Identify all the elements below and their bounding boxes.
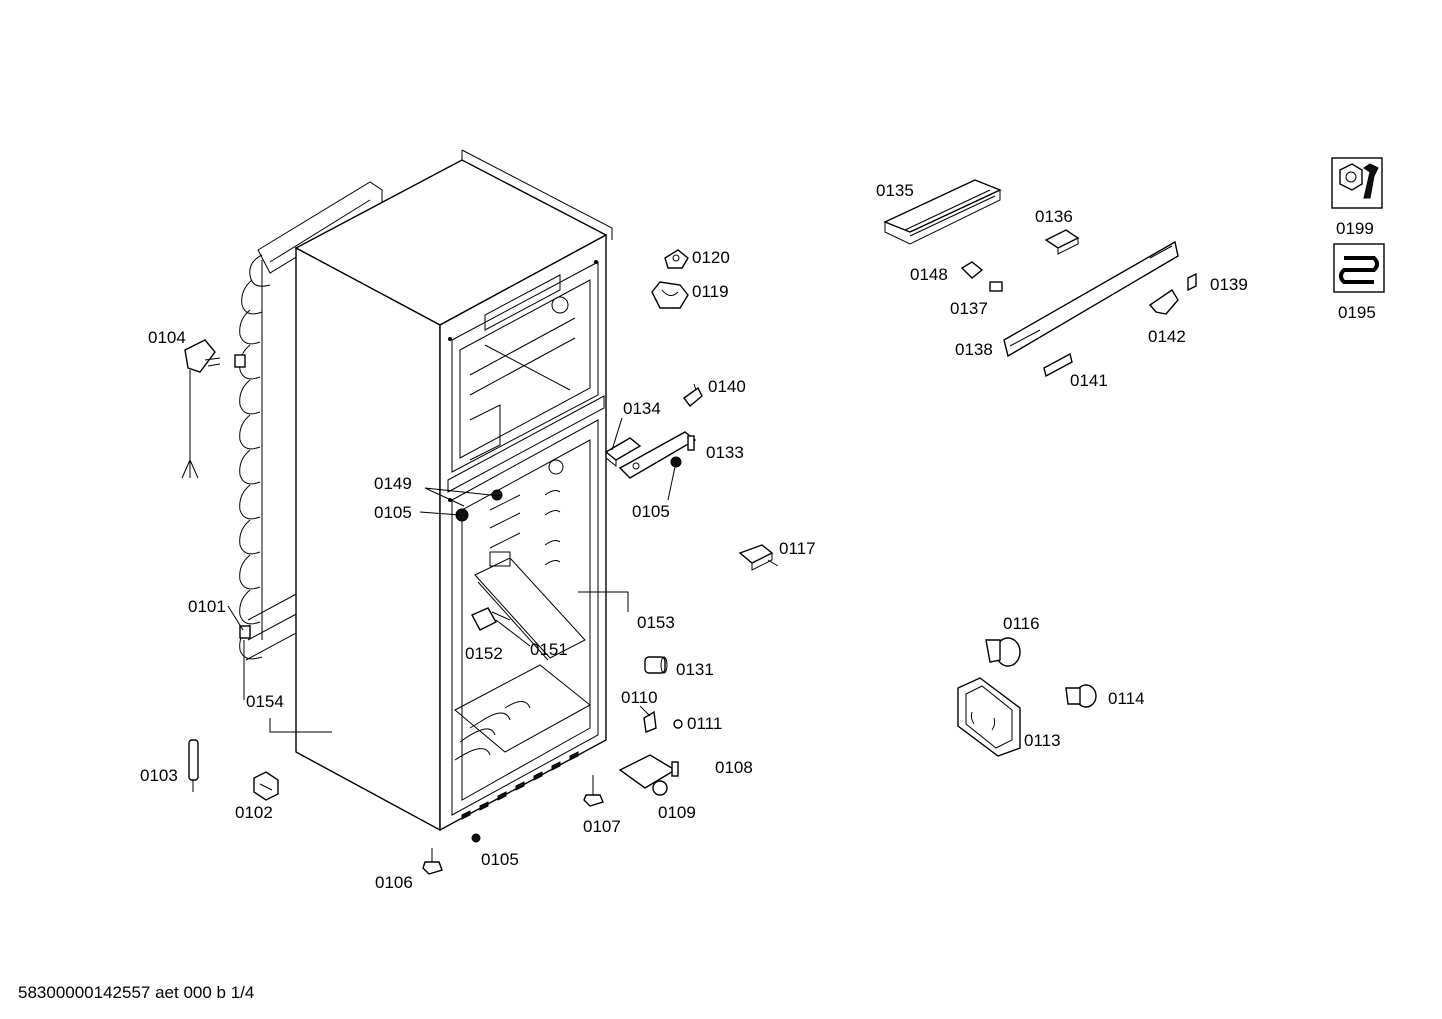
label-0133: 0133 (706, 443, 744, 462)
label-0101: 0101 (188, 597, 226, 616)
label-0103: 0103 (140, 766, 178, 785)
lamp-holder-0131 (644, 656, 668, 674)
part-0103 (188, 739, 199, 792)
label-0119: 0119 (692, 282, 729, 301)
label-0105-b: 0105 (632, 502, 670, 521)
label-0114: 0114 (1108, 689, 1145, 708)
clip-0110 (643, 710, 657, 733)
hinge-part-0120 (664, 249, 689, 269)
label-0116: 0116 (1003, 614, 1040, 633)
label-0104: 0104 (148, 328, 186, 347)
part-0114 (1065, 684, 1097, 708)
part-0151 (491, 611, 511, 621)
label-0105-a: 0105 (374, 503, 412, 522)
adjustable-foot-0106 (422, 848, 443, 875)
part-labels: 0135 0136 0148 0137 0138 0141 0142 0139 … (140, 181, 1376, 892)
label-0199: 0199 (1336, 219, 1374, 238)
label-0153: 0153 (637, 613, 675, 632)
hinge-cover-0119 (651, 281, 689, 309)
label-0137: 0137 (950, 299, 988, 318)
coil-icon (1333, 243, 1385, 293)
label-0138: 0138 (955, 340, 993, 359)
condenser-coil (234, 181, 383, 700)
label-0148: 0148 (910, 265, 948, 284)
label-0120: 0120 (692, 248, 730, 267)
part-0142 (1148, 289, 1179, 315)
hinge-pin-0140 (683, 383, 703, 408)
part-0148 (960, 261, 984, 279)
label-0102: 0102 (235, 803, 273, 822)
light-bar-0138 (1003, 240, 1179, 358)
nut-0111 (673, 719, 683, 729)
label-0131: 0131 (676, 660, 714, 679)
label-0113: 0113 (1024, 731, 1061, 750)
label-0110: 0110 (621, 688, 658, 707)
label-0142: 0142 (1148, 327, 1186, 346)
control-housing-0113 (957, 677, 1021, 757)
document-id-footer: 58300000142557 aet 000 b 1/4 (18, 983, 254, 1002)
label-0136: 0136 (1035, 207, 1073, 226)
label-0152: 0152 (465, 644, 503, 663)
label-0195: 0195 (1338, 303, 1376, 322)
label-0151: 0151 (530, 640, 568, 659)
label-0154: 0154 (246, 692, 284, 711)
part-0102 (253, 771, 279, 801)
label-0107: 0107 (583, 817, 621, 836)
switch-0117 (738, 544, 779, 571)
wrench-nut-icon (1331, 157, 1383, 209)
thermostat-0116 (985, 637, 1021, 667)
label-0117: 0117 (779, 539, 816, 558)
label-0134: 0134 (623, 399, 661, 418)
control-panel-0135 (883, 179, 1002, 245)
leader-lines (227, 417, 677, 733)
part-0137 (989, 281, 1003, 292)
label-0106: 0106 (375, 873, 413, 892)
bottom-hinge-part-0109 (652, 780, 668, 796)
label-0141 (1043, 352, 1073, 378)
bottom-hinge-0108 (618, 754, 679, 789)
label-0109: 0109 (658, 803, 696, 822)
screw-0105-c (471, 833, 481, 843)
mains-cable-0104 (181, 339, 221, 479)
label-0149: 0149 (374, 474, 412, 493)
hinge-bracket-0134 (604, 437, 642, 468)
adjustable-foot-0107 (583, 775, 604, 807)
label-0108: 0108 (715, 758, 753, 777)
label-0141: 0141 (1070, 371, 1108, 390)
label-0111: 0111 (687, 714, 722, 733)
label-0139: 0139 (1210, 275, 1248, 294)
switch-0136 (1044, 229, 1080, 255)
part-0139 (1187, 272, 1197, 292)
label-0105-c: 0105 (481, 850, 519, 869)
label-0135: 0135 (876, 181, 914, 200)
part-0152 (471, 607, 497, 631)
label-0140: 0140 (708, 377, 746, 396)
fridge-cabinet (294, 149, 613, 832)
